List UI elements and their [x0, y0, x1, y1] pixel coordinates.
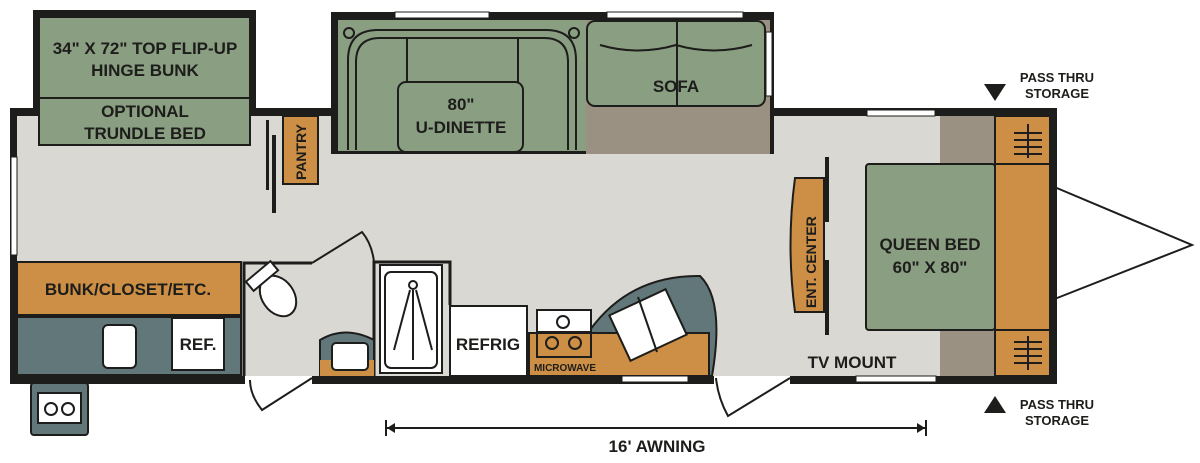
awning-dimension: [385, 420, 927, 436]
storage-bottom-label-2: STORAGE: [1025, 413, 1089, 428]
burner-icon: [44, 402, 58, 416]
microwave-label: MICROWAVE: [534, 363, 596, 374]
queen-bed: [865, 163, 996, 331]
window-bedroom: [866, 109, 936, 117]
storage-bottom-label-1: PASS THRU: [1020, 397, 1094, 412]
burner-icon: [61, 402, 75, 416]
tv-mount-label: TV MOUNT: [808, 353, 897, 372]
pantry: [282, 115, 319, 185]
refrigerator: [449, 305, 528, 377]
kitchen-sink-icon: [608, 287, 688, 363]
storage-top-label-2: STORAGE: [1025, 86, 1089, 101]
refrig-label: REFRIG: [456, 335, 520, 354]
ref-label: REF.: [180, 335, 217, 354]
dinette-bench: [347, 29, 577, 150]
bathroom-wall: [242, 261, 312, 376]
window-dinette: [394, 11, 490, 19]
sofa-back: [599, 43, 753, 52]
burner-icon: [568, 336, 582, 350]
oven: [536, 332, 592, 358]
queen-bed-label-1: QUEEN BED: [879, 235, 980, 254]
bath-sink-icon: [331, 342, 369, 371]
arrow-down-icon: [984, 84, 1006, 101]
awning-label: 16' AWNING: [609, 437, 706, 456]
dinette-label-2: U-DINETTE: [416, 118, 507, 137]
headboard-cabinet: [994, 163, 1051, 331]
bedroom-carpet-bottom: [940, 330, 996, 376]
storage-top-label-1: PASS THRU: [1020, 70, 1094, 85]
bathroom-wall-2: [372, 260, 452, 376]
toilet-icon: [244, 259, 298, 318]
tv-mount-line-2: [825, 260, 829, 335]
trundle-bed: [38, 97, 251, 146]
pantry-door: [266, 120, 269, 190]
bunk-closet-label: BUNK/CLOSET/ETC.: [45, 280, 211, 299]
main-entry-door: [715, 377, 791, 418]
wardrobe-bottom: [994, 329, 1051, 377]
dinette-bench-inner: [355, 37, 569, 150]
trundle-label-2: TRUNDLE BED: [84, 124, 206, 143]
window-sofa: [606, 11, 744, 19]
pantry-label: PANTRY: [293, 123, 309, 180]
sofa-label: SOFA: [653, 77, 699, 96]
entry-door-opening: [245, 376, 312, 384]
bathroom-door: [311, 230, 375, 264]
tv-mount-line: [825, 157, 829, 222]
bunk-label-1: 34" X 72" TOP FLIP-UP: [53, 39, 238, 58]
window-front-bottom: [855, 375, 937, 383]
dinette-leg-icon: [343, 27, 355, 39]
hanger-icon: [1014, 124, 1042, 158]
bunk-label-2: HINGE BUNK: [91, 61, 199, 80]
flip-up-bunk: [40, 18, 249, 98]
trundle-label-1: OPTIONAL: [101, 102, 189, 121]
window-left: [10, 156, 18, 256]
ref-box: [171, 317, 225, 371]
bunk-closet: [16, 261, 242, 316]
pantry-door-2: [272, 135, 276, 213]
dinette-table: [397, 81, 524, 153]
shower-head-icon: [393, 280, 433, 360]
ent-center-label: ENT. CENTER: [803, 216, 819, 308]
dinette-leg-icon: [568, 27, 580, 39]
burner-icon: [556, 315, 570, 329]
sink-icon: [102, 324, 137, 369]
window-sofa-side: [765, 31, 773, 97]
rear-entry-door: [249, 377, 313, 412]
window-kitchen: [621, 375, 689, 383]
queen-bed-label-2: 60" X 80": [893, 258, 968, 277]
shower-pan: [384, 271, 438, 369]
hitch-tongue: [1051, 185, 1195, 301]
hanger-icon: [1014, 336, 1042, 370]
bedroom-carpet-top: [940, 116, 996, 164]
dinette-label-1: 80": [448, 95, 475, 114]
burner-icon: [545, 336, 559, 350]
arrow-up-icon: [984, 396, 1006, 413]
ent-center: [789, 177, 825, 313]
main-door-opening: [714, 376, 790, 384]
